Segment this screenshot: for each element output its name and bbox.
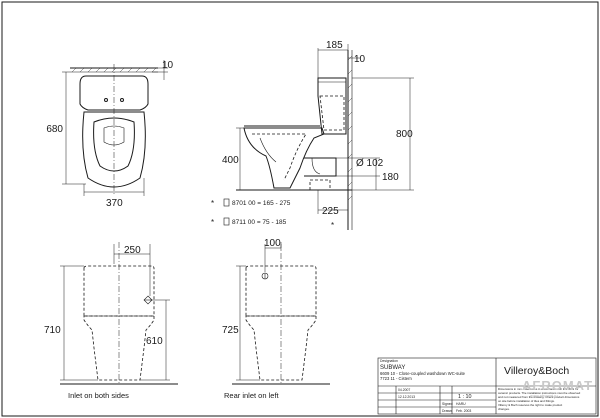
dim-185: 185 [326,40,343,51]
dim-225: 225 [322,206,339,217]
caption-inlet-both-sides: Inlet on both sides [68,391,129,400]
title-line-2: 7723 11 - Cistern [380,376,412,381]
dim-10-top: 10 [162,60,174,71]
flush-button-icon [104,98,108,102]
brand-logo: Villeroy&Boch [504,365,569,377]
accessory-star-2: * [211,218,214,227]
flush-button-icon [120,98,124,102]
disclaimer-line-5: Villeroy & Boch reserves the right to ma… [498,403,562,407]
side-view [223,44,414,230]
disclaimer-line-3: and not measured from the drawing. Check… [498,395,580,399]
cistern-side [317,77,347,135]
disclaimer-line-1: Dimensions in mm. Tolerances in accordan… [498,387,578,391]
caption-rear-inlet: Rear inlet on left [224,391,280,400]
title-designation-label: Designation [380,359,398,363]
connector-straight-icon [223,217,230,226]
bowl-side [243,127,325,189]
dim-680: 680 [46,124,63,135]
dim-400: 400 [222,155,239,166]
rear-bowl [245,315,317,381]
accessory-star-3: * [331,221,334,230]
connector-bend-icon [223,198,230,207]
watermark-url: www.afromat.ru [530,393,558,398]
front-view [60,242,178,385]
bowl-opening [103,125,125,146]
inlet-marker-icon [143,295,153,305]
title-date-2: 12.12.2013 [398,395,415,399]
title-series: SUBWAY [380,365,405,371]
rear-cistern [245,265,317,317]
title-scale: 1 : 10 [458,394,472,400]
front-bowl [83,315,155,381]
dim-100: 100 [264,238,281,249]
watermark: AFROMAT [522,378,593,393]
title-block [377,357,597,415]
bowl-inner-outline [93,117,135,172]
outlet-pipe [304,157,337,177]
disclaimer-line-6: changes. [498,407,510,411]
accessory-star-1: * [211,199,214,208]
dim-180: 180 [382,172,399,183]
dim-10-side: 10 [354,54,366,65]
bowl-top-outline [82,111,146,188]
rear-view [232,242,330,385]
title-line-1: 6609 10 - Close-coupled washdown WC-suit… [380,371,466,376]
dim-725: 725 [222,325,239,336]
title-signed-label: Signed [442,402,453,406]
dim-710: 710 [44,325,61,336]
title-signed-value: HARU [456,402,466,406]
dim-250: 250 [124,245,141,256]
disclaimer-line-4: on site before installation of tiles and… [498,399,555,403]
disclaimer-line-2: ceramic products. The installation instr… [498,391,581,395]
title-drawn-label: Drawn [442,409,452,413]
title-drawn-value: Feb. 2003 [456,409,471,413]
accessory-part-8701: 8701 00 = 165 - 275 [232,200,291,207]
top-view [62,60,168,196]
dim-370: 370 [106,198,123,209]
dim-800: 800 [396,129,413,140]
dim-610: 610 [146,336,163,347]
accessory-part-8711: 8711 00 = 75 - 185 [232,219,287,226]
title-date-1: 04.2007 [398,388,410,392]
dim-outlet-diameter: Ø 102 [356,158,384,169]
cistern-top-outline [79,75,149,111]
